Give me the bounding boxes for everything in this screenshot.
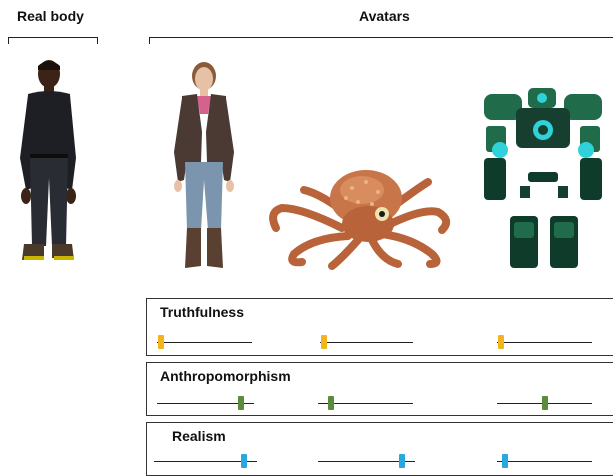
anthropomorphism-marker-woman[interactable] [238, 396, 244, 410]
truthfulness-marker-woman[interactable] [158, 335, 164, 349]
truthfulness-track-octopus[interactable] [320, 342, 413, 343]
real-body-man-figure [14, 58, 80, 270]
truthfulness-title: Truthfulness [160, 304, 244, 320]
realism-title: Realism [172, 428, 226, 444]
realism-marker-woman[interactable] [241, 454, 247, 468]
avatars-bracket [149, 37, 613, 44]
avatars-heading: Avatars [359, 8, 410, 24]
truthfulness-marker-octopus[interactable] [321, 335, 327, 349]
anthropomorphism-title: Anthropomorphism [160, 368, 291, 384]
realism-panel: Realism [146, 422, 613, 476]
realism-marker-octopus[interactable] [399, 454, 405, 468]
truthfulness-panel: Truthfulness [146, 298, 613, 356]
truthfulness-track-robot[interactable] [497, 342, 592, 343]
realism-track-robot[interactable] [497, 461, 592, 462]
realism-marker-robot[interactable] [502, 454, 508, 468]
truthfulness-marker-robot[interactable] [498, 335, 504, 349]
avatar-octopus-figure [262, 168, 458, 272]
real-body-heading: Real body [17, 8, 84, 24]
real-body-bracket [8, 37, 98, 44]
truthfulness-track-woman[interactable] [157, 342, 252, 343]
avatar-robot-figure [476, 86, 612, 272]
avatar-woman-figure [168, 62, 238, 270]
anthropomorphism-marker-robot[interactable] [542, 396, 548, 410]
anthropomorphism-marker-octopus[interactable] [328, 396, 334, 410]
